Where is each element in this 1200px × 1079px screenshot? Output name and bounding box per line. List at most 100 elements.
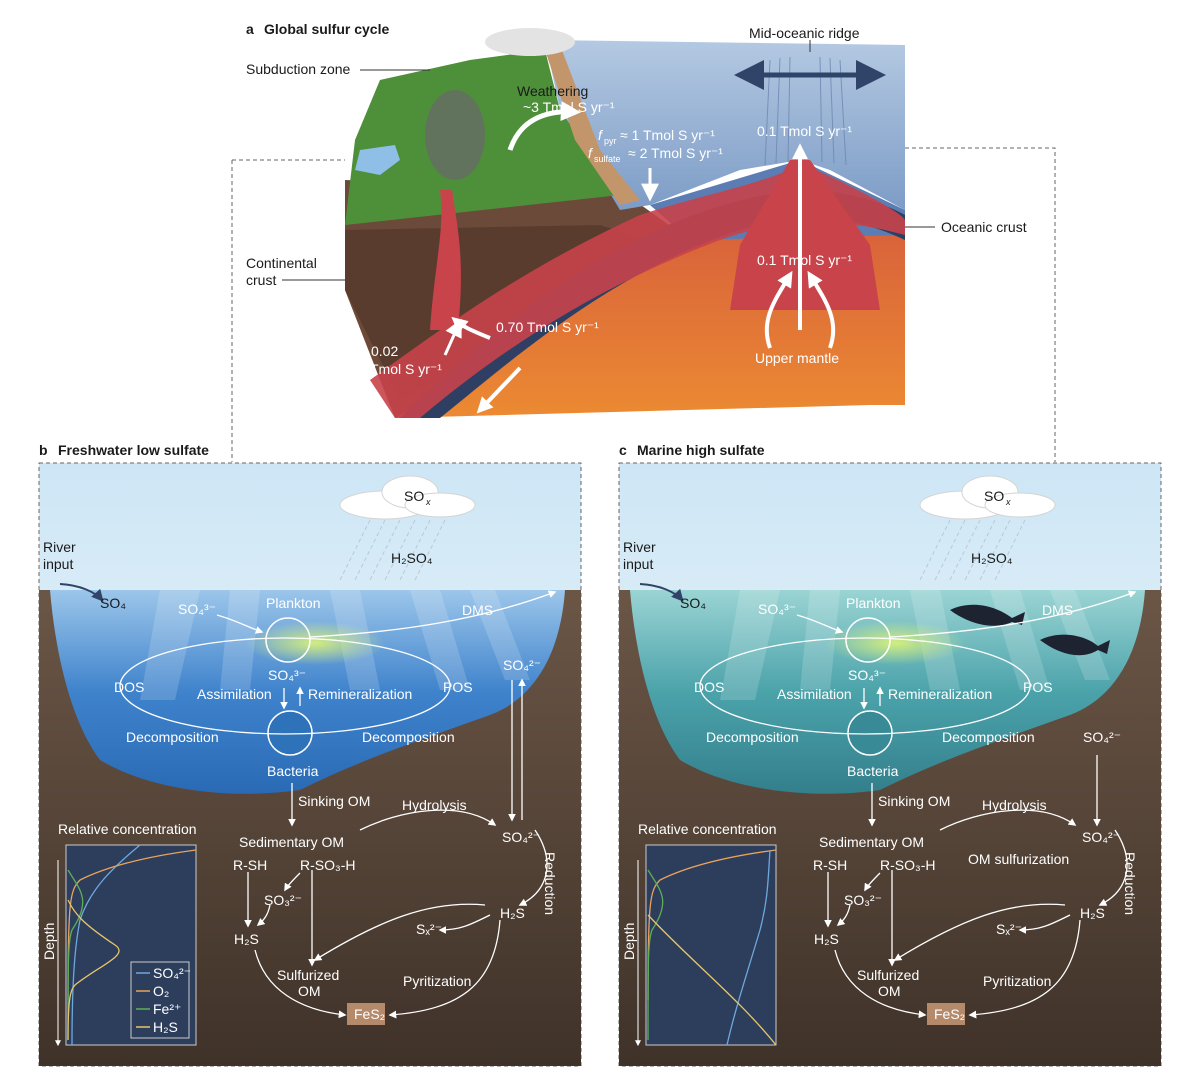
c-om-sulfurization: OM sulfurization (968, 851, 1069, 867)
b-sox: SO (404, 488, 424, 504)
label-weathering-flux: ~3 Tmol S yr⁻¹ (523, 99, 615, 115)
b-sox-sub: x (425, 497, 431, 507)
c-pos: POS (1023, 679, 1053, 695)
b-dos: DOS (114, 679, 144, 695)
legend-label-fe: Fe²⁺ (153, 1001, 181, 1017)
b-sx-2: Sₓ²⁻ (416, 921, 442, 937)
c-hydrolysis: Hydrolysis (982, 797, 1047, 813)
c-decomposition-left: Decomposition (706, 729, 799, 745)
b-fes2: FeS₂ (354, 1006, 385, 1022)
c-reduction: Reduction (1122, 852, 1138, 915)
marine-basin (630, 590, 1145, 794)
c-so4-2-sed: SO₄²⁻ (1082, 829, 1120, 845)
b-sedimentary-om: Sedimentary OM (239, 834, 344, 850)
mantle-arrow-right (807, 270, 836, 349)
connector-right (870, 147, 1056, 462)
whale-icon-1 (950, 604, 1025, 626)
label-fsulfate: f (588, 145, 594, 161)
label-fsulfate-sub: sulfate (594, 154, 621, 164)
b-so4-in: SO₄ (100, 595, 126, 611)
b-assimilation: Assimilation (197, 686, 272, 702)
label-volcanic-flux-2: Tmol S yr⁻¹ (370, 361, 442, 377)
c-sulfurized-2: OM (878, 983, 901, 999)
plankton-circle-c (845, 617, 891, 663)
plankton-circle-b (265, 617, 311, 663)
label-fpyr-sub: pyr (604, 136, 617, 146)
label-fsulfate-value: ≈ 2 Tmol S yr⁻¹ (628, 145, 723, 161)
legend-label-h2s: H₂S (153, 1019, 178, 1035)
b-h2so4: H₂SO₄ (391, 550, 433, 566)
panel-b: b Freshwater low sulfate SO x H₂SO₄ Rive… (38, 442, 582, 1067)
legend-label-so4: SO₄²⁻ (153, 965, 191, 981)
arrows-c (639, 583, 1137, 1019)
c-decomposition-right: Decomposition (942, 729, 1035, 745)
panel-c-title: Marine high sulfate (637, 442, 765, 458)
b-curve-so4 (71, 844, 141, 1046)
arrows-b (59, 583, 557, 1019)
c-river-1: River (623, 539, 656, 555)
c-so4-3: SO₄³⁻ (758, 601, 796, 617)
label-mantle-flux: 0.1 Tmol S yr⁻¹ (757, 252, 852, 268)
label-ridge-flux: 0.1 Tmol S yr⁻¹ (757, 123, 852, 139)
c-curve-h2s (647, 914, 777, 1046)
panel-b-letter: b (39, 442, 48, 458)
b-depth: Depth (41, 923, 57, 960)
label-oceanic-crust: Oceanic crust (941, 219, 1027, 235)
c-pyritization: Pyritization (983, 973, 1051, 989)
b-decomposition-right: Decomposition (362, 729, 455, 745)
c-curve-so4 (726, 849, 771, 1046)
c-fes2: FeS₂ (934, 1006, 965, 1022)
label-continental-2: crust (246, 272, 276, 288)
c-curve-fe (647, 869, 664, 1041)
label-weathering: Weathering (517, 83, 588, 99)
whale-icon-2 (1040, 634, 1110, 656)
b-dms: DMS (462, 602, 493, 618)
b-so4-2-sed: SO₄²⁻ (502, 829, 540, 845)
b-curve-fe (67, 869, 84, 1041)
volcano-conduit (430, 190, 461, 330)
coast-sand (545, 45, 640, 205)
b-pyritization: Pyritization (403, 973, 471, 989)
c-river-2: input (623, 556, 653, 572)
b-curve-h2s (67, 899, 120, 1041)
c-sox-sub: x (1005, 497, 1011, 507)
c-so3-2: SO₃²⁻ (844, 892, 882, 908)
label-continental-1: Continental (246, 255, 317, 271)
legend-label-o2: O₂ (153, 983, 169, 999)
b-pos: POS (443, 679, 473, 695)
c-assimilation: Assimilation (777, 686, 852, 702)
label-volcanic-flux-1: 0.02 (371, 343, 398, 359)
label-fpyr-value: ≈ 1 Tmol S yr⁻¹ (620, 127, 715, 143)
label-subduction-flux: 0.70 Tmol S yr⁻¹ (496, 319, 599, 335)
ridge-magma (730, 160, 880, 310)
b-hydrolysis: Hydrolysis (402, 797, 467, 813)
lake (355, 145, 400, 175)
connector-left (231, 159, 345, 462)
c-dos: DOS (694, 679, 724, 695)
c-h2s-right: H₂S (1080, 905, 1105, 921)
freshwater-basin (50, 590, 565, 794)
panel-c-letter: c (619, 442, 627, 458)
b-decomposition-left: Decomposition (126, 729, 219, 745)
label-mid-oceanic-ridge: Mid-oceanic ridge (749, 25, 860, 41)
c-sulfurized-1: Sulfurized (857, 967, 919, 983)
b-river-2: input (43, 556, 73, 572)
plankton-glow-b (245, 621, 385, 665)
b-curve-o2 (67, 849, 197, 1001)
b-so4-3-center: SO₄³⁻ (268, 667, 306, 683)
c-h2s-left: H₂S (814, 931, 839, 947)
c-remineralization: Remineralization (888, 686, 992, 702)
b-sinking-om: Sinking OM (298, 793, 370, 809)
bacteria-circle-b (267, 710, 313, 756)
c-curve-o2 (647, 849, 777, 1001)
c-sedimentary-om: Sedimentary OM (819, 834, 924, 850)
c-depth: Depth (621, 923, 637, 960)
b-sulfurized-2: OM (298, 983, 321, 999)
b-relative-concentration: Relative concentration (58, 821, 197, 837)
b-river-1: River (43, 539, 76, 555)
b-legend-box (130, 961, 190, 1039)
panel-a-letter: a (246, 21, 254, 37)
c-so4-2-right: SO₄²⁻ (1083, 729, 1121, 745)
c-so4-3-center: SO₄³⁻ (848, 667, 886, 683)
